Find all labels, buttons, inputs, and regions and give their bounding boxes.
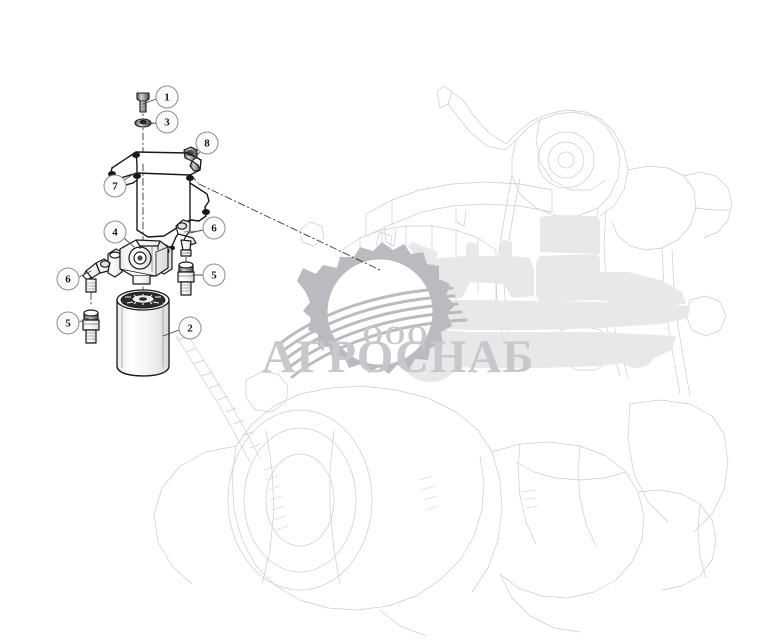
combine-harvester-icon <box>348 216 690 382</box>
callout-stud-bolt[interactable]: 8 <box>195 131 219 155</box>
callout-sensor-switch-right[interactable]: 5 <box>202 263 226 287</box>
part-washer <box>134 118 152 128</box>
callout-bubbles: 1 3 8 7 4 6 6 5 5 2 <box>56 85 226 340</box>
callout-circle[interactable] <box>56 311 80 335</box>
callout-circle[interactable] <box>103 174 127 198</box>
callout-elbow-fitting-left[interactable]: 6 <box>56 267 80 291</box>
part-filter-head-housing <box>107 239 173 285</box>
callout-number: 6 <box>65 274 71 286</box>
callout-number: 1 <box>164 92 170 104</box>
callout-circle[interactable] <box>155 85 179 109</box>
callout-mounting-bracket[interactable]: 7 <box>103 174 127 198</box>
callout-circle[interactable] <box>103 220 127 244</box>
part-stud-bolt <box>183 146 201 172</box>
part-oil-filter-element <box>116 289 170 377</box>
callout-number: 5 <box>65 318 71 330</box>
part-sensor-switch-right <box>177 261 195 296</box>
callout-circle[interactable] <box>202 263 226 287</box>
callout-circle[interactable] <box>195 131 219 155</box>
callout-number: 6 <box>211 223 217 235</box>
callout-cap-screw[interactable]: 1 <box>155 85 179 109</box>
callout-sensor-switch-left[interactable]: 5 <box>56 311 80 335</box>
callout-filter-head-housing[interactable]: 4 <box>103 220 127 244</box>
part-elbow-fitting-right <box>175 219 197 257</box>
callout-number: 3 <box>164 117 170 129</box>
callout-circle[interactable] <box>155 110 179 134</box>
callout-leader-lines <box>78 98 204 337</box>
field-furrow-icon <box>276 286 468 379</box>
callout-number: 2 <box>187 323 193 335</box>
callout-circle[interactable] <box>56 267 80 291</box>
part-elbow-fitting-left <box>82 258 111 293</box>
part-cap-screw <box>136 92 150 113</box>
callout-circle[interactable] <box>202 216 226 240</box>
callout-number: 8 <box>204 138 210 150</box>
callout-number: 7 <box>112 181 118 193</box>
callout-oil-filter-element[interactable]: 2 <box>178 316 202 340</box>
callout-number: 5 <box>211 270 217 282</box>
callout-number: 4 <box>112 227 118 239</box>
part-sensor-switch-left <box>82 309 100 344</box>
callout-elbow-fitting-right[interactable]: 6 <box>202 216 226 240</box>
callout-washer[interactable]: 3 <box>155 110 179 134</box>
callout-circle[interactable] <box>178 316 202 340</box>
watermark-company-form: ООО <box>363 321 430 350</box>
watermark-company-name: АГРОСНАБ <box>262 331 535 383</box>
